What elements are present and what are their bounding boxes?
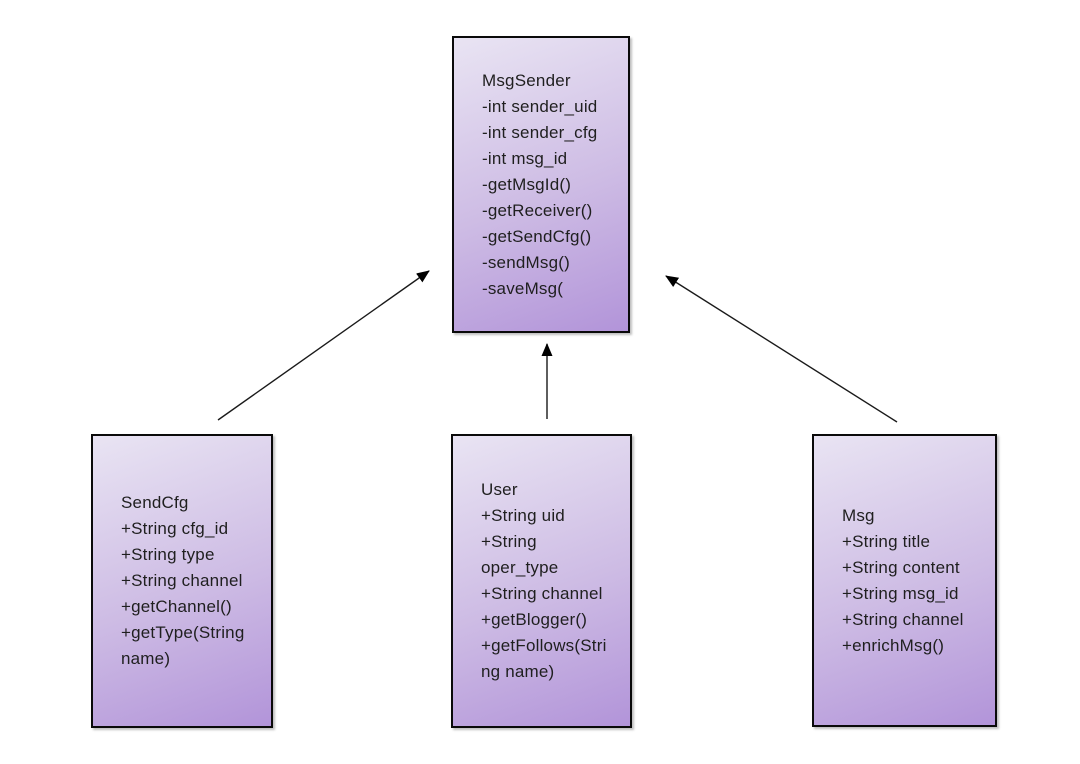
- class-member: +getChannel(): [121, 597, 232, 616]
- class-member: ng name): [481, 662, 555, 681]
- class-member: -int sender_uid: [482, 96, 598, 116]
- arrow-msg-to-msgsender[interactable]: [665, 275, 898, 423]
- class-title-msgsender: MsgSender: [482, 70, 571, 90]
- class-title-sendcfg: SendCfg: [121, 493, 189, 512]
- class-member: -getMsgId(): [482, 174, 572, 194]
- class-member: +String msg_id: [842, 583, 959, 603]
- class-member: -int msg_id: [482, 148, 568, 168]
- class-member: oper_type: [481, 558, 559, 577]
- class-member: +String type: [121, 545, 215, 564]
- class-member: -getSendCfg(): [482, 226, 592, 246]
- class-member: -getReceiver(): [482, 200, 593, 220]
- class-member: +getFollows(Stri: [481, 636, 607, 655]
- class-member: -int sender_cfg: [482, 122, 598, 142]
- class-box-user[interactable]: User +String uid +String oper_type +Stri…: [451, 434, 632, 728]
- class-box-sendcfg[interactable]: SendCfg +String cfg_id +String type +Str…: [91, 434, 273, 728]
- class-member: +String channel: [842, 609, 964, 629]
- class-title-msg: Msg: [842, 505, 875, 525]
- class-member: +enrichMsg(): [842, 635, 945, 655]
- class-box-msgsender[interactable]: MsgSender -int sender_uid -int sender_cf…: [452, 36, 630, 333]
- class-member: name): [121, 649, 171, 668]
- class-member: +String content: [842, 557, 960, 577]
- class-member: +getBlogger(): [481, 610, 588, 629]
- class-member: -saveMsg(: [482, 278, 564, 298]
- class-member: +String cfg_id: [121, 519, 229, 538]
- class-member: +String channel: [481, 584, 603, 603]
- arrow-sendcfg-to-msgsender[interactable]: [217, 270, 430, 421]
- class-member: +getType(String: [121, 623, 245, 642]
- class-member: +String channel: [121, 571, 243, 590]
- class-title-user: User: [481, 480, 518, 499]
- class-member: +String uid: [481, 506, 565, 525]
- class-member: +String: [481, 532, 537, 551]
- class-box-msg[interactable]: Msg +String title +String content +Strin…: [812, 434, 997, 727]
- class-member: +String title: [842, 531, 931, 551]
- class-member: -sendMsg(): [482, 252, 570, 272]
